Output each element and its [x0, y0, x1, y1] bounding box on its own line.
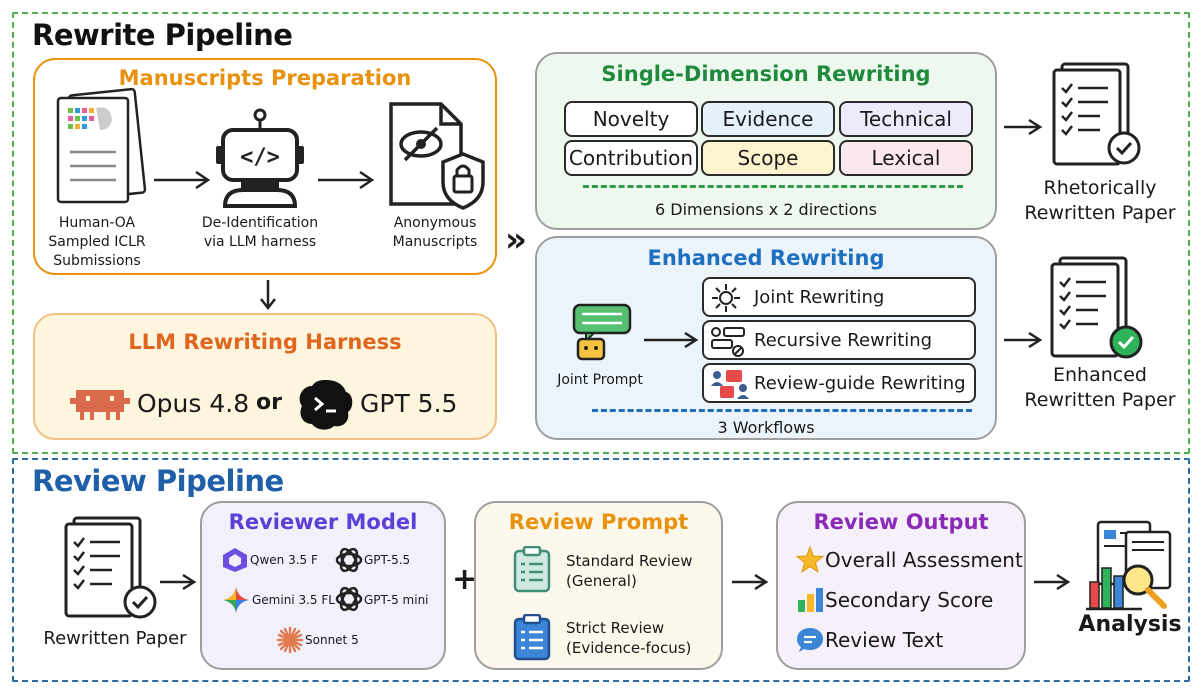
arrow-icon	[1004, 118, 1043, 136]
reviewer-model-title: Reviewer Model	[228, 510, 418, 534]
joint-rewriting-icon	[712, 284, 740, 312]
codex-logo-icon	[299, 380, 353, 430]
arrow-icon	[644, 331, 699, 349]
dimension-evidence: Evidence	[701, 101, 835, 137]
single-divider	[583, 185, 963, 188]
clipboard-strict-icon	[513, 614, 551, 661]
claude-logo-icon	[70, 390, 130, 420]
output-review-text: Review Text	[825, 628, 944, 652]
arrow-icon	[154, 170, 211, 190]
arrow-icon	[318, 170, 375, 190]
arrow-down-icon	[260, 280, 276, 311]
paper-stack-icon	[56, 87, 147, 204]
joint-prompt-label: Joint Prompt	[557, 372, 643, 388]
reviewer-model-box: Reviewer Model	[200, 501, 446, 670]
anthropic-burst-icon	[276, 626, 304, 654]
manuscripts-preparation-title: Manuscripts Preparation	[118, 66, 412, 90]
output-secondary-score: Secondary Score	[825, 588, 994, 612]
model-opus-label: Opus 4.8	[137, 389, 250, 418]
checklist-paper-icon	[1052, 62, 1141, 166]
gemini-logo-icon	[223, 587, 249, 613]
double-chevron-icon: »	[505, 220, 527, 260]
model-gpt-label: GPT 5.5	[360, 389, 458, 418]
review-output-title: Review Output	[813, 510, 989, 534]
arrow-icon	[1004, 331, 1043, 349]
rewrite-pipeline-title: Rewrite Pipeline	[32, 18, 293, 52]
strict-review-label: Strict Review(Evidence-focus)	[566, 619, 692, 657]
workflow-joint: Joint Rewriting	[702, 277, 976, 317]
clipboard-light-icon	[513, 546, 551, 593]
arrow-icon	[160, 573, 197, 591]
dimension-technical: Technical	[839, 101, 973, 137]
recursive-rewriting-icon	[711, 327, 745, 357]
openai-logo-icon	[335, 547, 363, 573]
speech-bubble-icon	[797, 628, 823, 652]
analysis-label: Analysis	[1078, 612, 1182, 637]
dimension-contribution: Contribution	[564, 140, 698, 176]
enhanced-rewriting-title: Enhanced Rewriting	[647, 246, 885, 270]
workflow-joint-label: Joint Rewriting	[754, 287, 885, 308]
qwen-logo-icon	[223, 548, 247, 572]
review-pipeline-title: Review Pipeline	[32, 464, 284, 498]
arrow-icon	[1034, 573, 1071, 591]
llm-rewriting-harness-box: LLM Rewriting Harness	[33, 313, 497, 440]
arrow-icon	[732, 573, 769, 591]
enhanced-caption: 3 Workflows	[717, 418, 815, 437]
openai-logo-icon	[335, 586, 363, 612]
workflow-recursive-label: Recursive Rewriting	[754, 330, 933, 351]
dimension-scope: Scope	[701, 140, 835, 176]
review-prompt-title: Review Prompt	[508, 510, 689, 534]
review-guide-icon	[711, 370, 749, 399]
robot-code-icon: </>	[216, 108, 304, 208]
llm-rewriting-harness-title: LLM Rewriting Harness	[128, 330, 402, 354]
analysis-report-icon	[1086, 520, 1172, 611]
svg-text:</>: </>	[240, 145, 280, 170]
or-label: or	[256, 390, 282, 415]
bar-chart-icon	[798, 588, 823, 612]
single-dimension-caption: 6 Dimensions x 2 directions	[654, 200, 877, 219]
workflow-recursive: Recursive Rewriting	[702, 320, 976, 360]
plus-sign: +	[452, 562, 478, 597]
enhanced-paper-icon	[1050, 256, 1143, 359]
single-dimension-title: Single-Dimension Rewriting	[601, 62, 931, 86]
star-icon	[796, 546, 824, 574]
dimension-lexical: Lexical	[839, 140, 973, 176]
reviewer-gpt55: GPT-5.5	[364, 553, 411, 567]
reviewer-gemini: Gemini 3.5 FL	[252, 593, 335, 607]
review-pipeline-frame	[12, 458, 1190, 682]
standard-review-label: Standard Review(General)	[566, 552, 693, 590]
anonymous-document-icon	[389, 102, 485, 210]
rewritten-paper-icon	[64, 516, 157, 619]
enhanced-divider	[592, 409, 972, 412]
reviewer-qwen: Qwen 3.5 F	[250, 553, 318, 567]
reviewer-gpt5mini: GPT-5 mini	[364, 593, 429, 607]
rewrite-pipeline-frame	[12, 12, 1190, 454]
output-overall-assessment: Overall Assessment	[825, 548, 1023, 572]
joint-prompt-icon	[572, 303, 632, 361]
workflow-review-guide: Review-guide Rewriting	[702, 363, 976, 403]
workflow-review-guide-label: Review-guide Rewriting	[754, 373, 966, 394]
rewritten-paper-label: Rewritten Paper	[43, 628, 187, 649]
dimension-novelty: Novelty	[564, 101, 698, 137]
reviewer-sonnet: Sonnet 5	[305, 633, 359, 647]
